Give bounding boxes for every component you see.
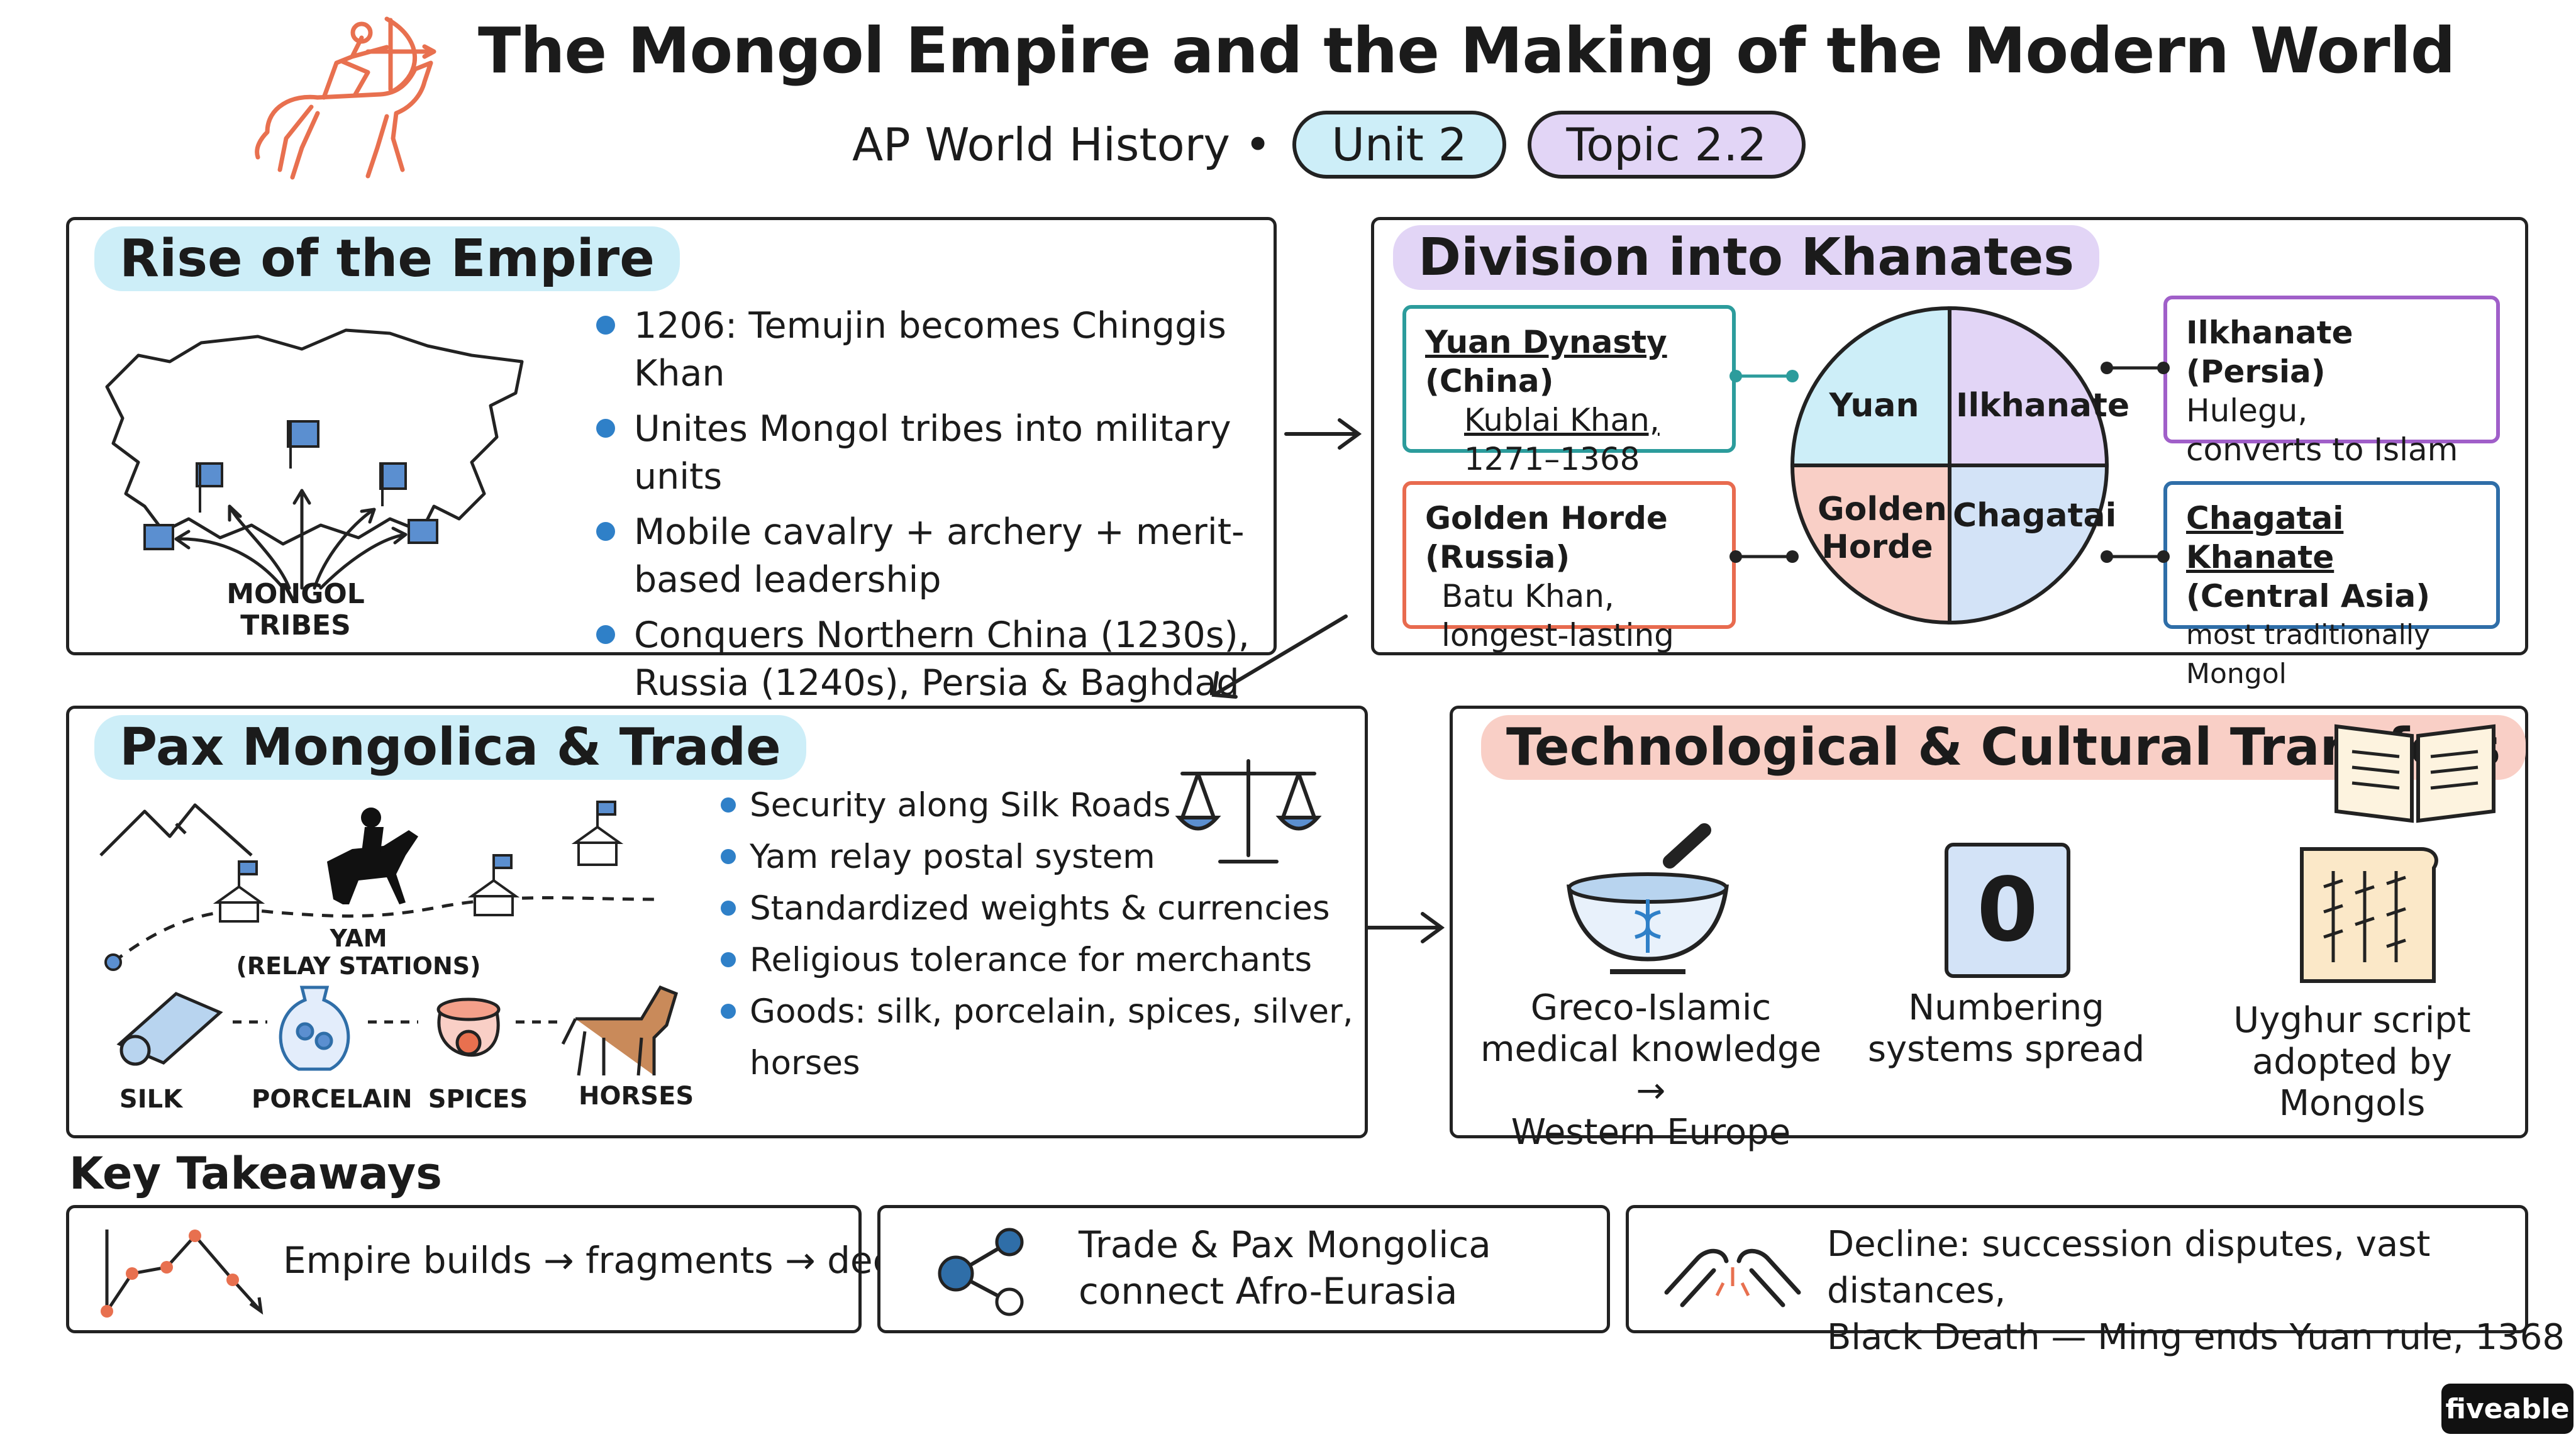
takeaway-text: Trade & Pax Mongolica connect Afro-Euras… (1079, 1223, 1491, 1313)
bullet-item: Mobile cavalry + archery + merit-based l… (591, 508, 1252, 604)
pax-title: Pax Mongolica & Trade (94, 715, 806, 780)
topic-badge: Topic 2.2 (1527, 111, 1806, 179)
bullet-item: Religious tolerance for merchants (716, 935, 1382, 986)
course-label: AP World History • (852, 118, 1272, 171)
takeaway-card (877, 1205, 1610, 1333)
takeaway-text: Empire builds → fragments → declines (283, 1239, 978, 1282)
yam-route-illustration (99, 801, 661, 971)
golden-horde-name: Golden Horde (Russia) (1425, 500, 1668, 575)
tech-caption-numbering: Numbering systems spread (1867, 987, 2145, 1070)
yam-route (112, 896, 661, 963)
ilkhanate-ruler: Hulegu, (2186, 392, 2308, 429)
unit-badge: Unit 2 (1292, 111, 1506, 179)
mountain-icon (99, 803, 253, 857)
pie-slice-ilkhanate (1948, 306, 2109, 467)
zero-symbol: 0 (1977, 859, 2038, 962)
khanates-pie (1729, 306, 2170, 625)
pie-label-golden-horde: Golden Horde (1818, 491, 1947, 566)
golden-horde-ruler: Batu Khan, (1441, 578, 1614, 614)
chagatai-card: Chagatai Khanate (Central Asia) most tra… (2163, 481, 2500, 690)
yuan-name: Yuan Dynasty (1425, 324, 1667, 360)
ilkhanate-name: Ilkhanate (Persia) (2186, 314, 2353, 390)
pie-slice-chagatai (1948, 464, 2109, 625)
broken-chain-icon (1664, 1248, 1801, 1307)
takeaway-text: Decline: succession disputes, vast dista… (1827, 1224, 2565, 1358)
mongol-map-illustration (105, 328, 524, 590)
scale-icon (1175, 759, 1322, 863)
tech-caption-medicine: Greco-Islamic medical knowledge → Wester… (1480, 987, 1822, 1153)
spice-bowl-icon (436, 997, 501, 1057)
arrow-down-left (1211, 614, 1348, 699)
golden-horde-card: Golden Horde (Russia) Batu Khan, longest… (1402, 481, 1736, 653)
relay-station-icon (213, 801, 624, 923)
yuan-card: Yuan Dynasty (China) Kublai Khan, 1271–1… (1402, 305, 1736, 477)
pax-bullets: Security along Silk Roads Yam relay post… (716, 780, 1382, 1089)
goods-label-horses: HORSES (579, 1082, 694, 1111)
golden-horde-note: longest-lasting (1441, 617, 1674, 653)
khanates-title: Division into Khanates (1393, 225, 2100, 290)
chagatai-region: (Central Asia) (2186, 578, 2431, 614)
subtitle-row: AP World History • Unit 2 Topic 2.2 (852, 107, 1806, 182)
bullet-item: Security along Silk Roads (716, 780, 1382, 831)
horse-icon (561, 985, 679, 1076)
silk-roll-icon (116, 992, 223, 1066)
porcelain-vase-icon (279, 985, 350, 1071)
rise-title: Rise of the Empire (94, 226, 680, 291)
takeaway-card (66, 1205, 862, 1333)
goods-label-spices: SPICES (428, 1085, 528, 1114)
line-graph-icon (101, 1230, 264, 1318)
bullet-item: Standardized weights & currencies (716, 883, 1382, 935)
mongol-tribes-label: MONGOL TRIBES (226, 578, 365, 641)
zero-card: 0 (1945, 843, 2070, 978)
bullet-item: Unites Mongol tribes into military units (591, 405, 1252, 501)
book-icon (2334, 724, 2496, 823)
yuan-region: (China) (1425, 363, 1554, 399)
takeaways-heading: Key Takeaways (69, 1148, 442, 1199)
arrow-right-bottom (1366, 912, 1445, 943)
bullet-item: 1206: Temujin becomes Chinggis Khan (591, 302, 1252, 397)
rider-icon (327, 808, 418, 904)
pie-label-yuan: Yuan (1829, 387, 1919, 425)
ilkhanate-note: converts to Islam (2186, 431, 2458, 468)
chagatai-note: most traditionally Mongol (2186, 619, 2431, 690)
pie-slice-golden-horde (1790, 464, 1951, 625)
yuan-dates: 1271–1368 (1464, 441, 1640, 477)
network-icon (938, 1228, 1024, 1316)
pie-label-chagatai: Chagatai (1953, 497, 2117, 535)
mortar-caduceus-icon (1567, 823, 1729, 974)
bullet-item: Yam relay postal system (716, 831, 1382, 883)
mounted-archer-icon (255, 16, 436, 180)
bullet-item: Goods: silk, porcelain, spices, silver, … (716, 986, 1382, 1089)
brand-logo: fiveable (2441, 1384, 2573, 1434)
tech-caption-script: Uyghur script adopted by Mongols (2233, 1000, 2471, 1124)
scroll-icon (2300, 847, 2438, 983)
goods-illustration (116, 985, 679, 1076)
goods-label-porcelain: PORCELAIN (252, 1085, 413, 1114)
chagatai-name: Chagatai Khanate (2186, 500, 2344, 575)
pie-slice-yuan (1790, 306, 1951, 467)
yam-label: YAM (RELAY STATIONS) (236, 924, 481, 980)
arrow-right-top (1284, 418, 1362, 450)
eurasia-outline (105, 328, 524, 546)
yuan-ruler: Kublai Khan, (1464, 402, 1660, 438)
ilkhanate-card: Ilkhanate (Persia) Hulegu, converts to I… (2163, 296, 2500, 468)
pie-label-ilkhanate: Ilkhanate (1956, 387, 2130, 425)
goods-label-silk: SILK (119, 1085, 183, 1114)
